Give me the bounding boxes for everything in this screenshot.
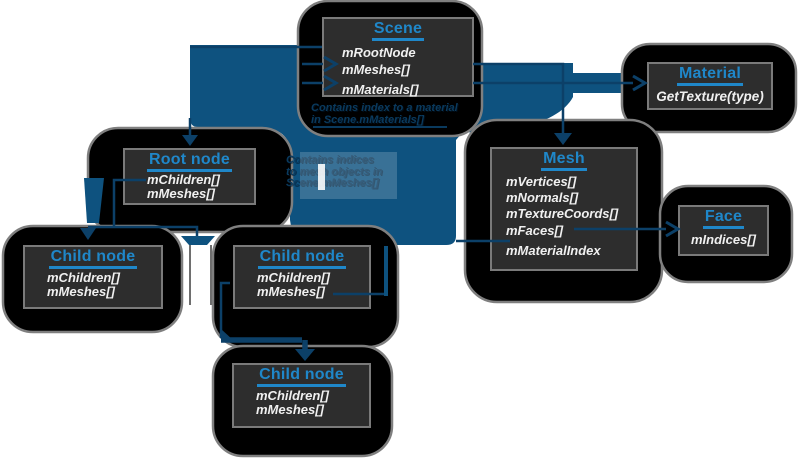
- chevron-arrow-into-material: [632, 74, 648, 92]
- scene-member-mmeshes: mMeshes[]: [342, 61, 410, 77]
- material-box: Material GetTexture(type): [647, 62, 773, 110]
- material-member-gettexture: GetTexture(type): [656, 88, 764, 104]
- scene-member-mrootnode: mRootNode: [342, 44, 416, 60]
- root-node-title: Root node: [147, 151, 232, 172]
- mesh-note-cover-rect: [300, 152, 397, 199]
- line-root-mchildren-fork: [88, 178, 199, 236]
- root-node-member-mchildren: mChildren[]: [147, 171, 220, 187]
- child-node-bottom-member-mchildren: mChildren[]: [256, 387, 329, 403]
- child-node-middle-title: Child node: [257, 248, 347, 269]
- elbow-widening: [221, 329, 233, 340]
- mesh-member-mvertices: mVertices[]: [506, 173, 577, 189]
- material-note: Contains index to a material in Scene.mM…: [311, 102, 458, 126]
- mesh-member-mtexturecoords: mTextureCoords[]: [506, 205, 619, 221]
- arrowhead-into-mesh: [554, 133, 572, 145]
- chevron-arrow-scene-mmeshes: [323, 55, 339, 73]
- child-node-left-member-mchildren: mChildren[]: [47, 269, 120, 285]
- child-node-left-title: Child node: [48, 248, 138, 269]
- child-node-bottom-box: Child node mChildren[] mMeshes[]: [232, 363, 371, 428]
- child-node-middle-box: Child node mChildren[] mMeshes[]: [233, 245, 371, 309]
- chevron-arrow-into-face: [665, 220, 681, 238]
- root-thick-arrow: [84, 178, 104, 223]
- material-note-line1: Contains index to a material: [311, 102, 458, 114]
- mesh-box: Mesh mVertices[] mNormals[] mTextureCoor…: [490, 147, 638, 271]
- mesh-note: Contains indices to mesh objects in Scen…: [286, 154, 383, 190]
- material-note-line2: in Scene.mMaterials[]: [311, 113, 425, 126]
- face-box: Face mIndices[]: [678, 205, 769, 256]
- middle-child-thick-arrow: [181, 236, 215, 245]
- child-node-middle-member-mmeshes: mMeshes[]: [257, 283, 325, 299]
- scene-box: Scene mRootNode mMeshes[] mMaterials[]: [322, 17, 474, 97]
- line-middle-child-mchildren: [219, 281, 230, 338]
- mesh-member-mnormals: mNormals[]: [506, 189, 579, 205]
- mesh-title: Mesh: [541, 150, 587, 171]
- mesh-member-mfaces: mFaces[]: [506, 222, 564, 238]
- mesh-note-white-notch: [318, 164, 325, 190]
- child-node-bottom-title: Child node: [257, 366, 346, 387]
- child-node-bottom-member-mmeshes: mMeshes[]: [256, 401, 324, 417]
- face-member-mindices: mIndices[]: [690, 231, 756, 247]
- arrowhead-into-left-child: [80, 228, 96, 240]
- face-title: Face: [702, 208, 745, 229]
- arrowhead-into-bottom-child: [295, 349, 315, 361]
- scene-member-mmaterials: mMaterials[]: [342, 81, 419, 97]
- child-node-left-box: Child node mChildren[] mMeshes[]: [23, 245, 163, 309]
- mesh-note-line2: to mesh objects in: [286, 165, 383, 178]
- mesh-note-line3: Scene.mMeshes[]: [286, 177, 379, 189]
- mesh-note-line1: Contains indices: [286, 154, 375, 166]
- root-node-member-mmeshes: mMeshes[]: [147, 185, 215, 201]
- chevron-arrow-scene-mmaterials: [323, 74, 339, 92]
- material-title: Material: [676, 65, 744, 86]
- line-scene-mmeshes-to-mesh: [473, 62, 565, 133]
- scene-title: Scene: [371, 20, 425, 41]
- root-node-box: Root node mChildren[] mMeshes[]: [123, 148, 256, 205]
- line-middle-child-to-bottom-child: [221, 337, 308, 350]
- mesh-member-mmaterialindex: mMaterialIndex: [506, 242, 601, 258]
- child-node-middle-member-mchildren: mChildren[]: [257, 269, 330, 285]
- arrowhead-into-root-node: [182, 135, 198, 146]
- child-node-left-member-mmeshes: mMeshes[]: [47, 283, 115, 299]
